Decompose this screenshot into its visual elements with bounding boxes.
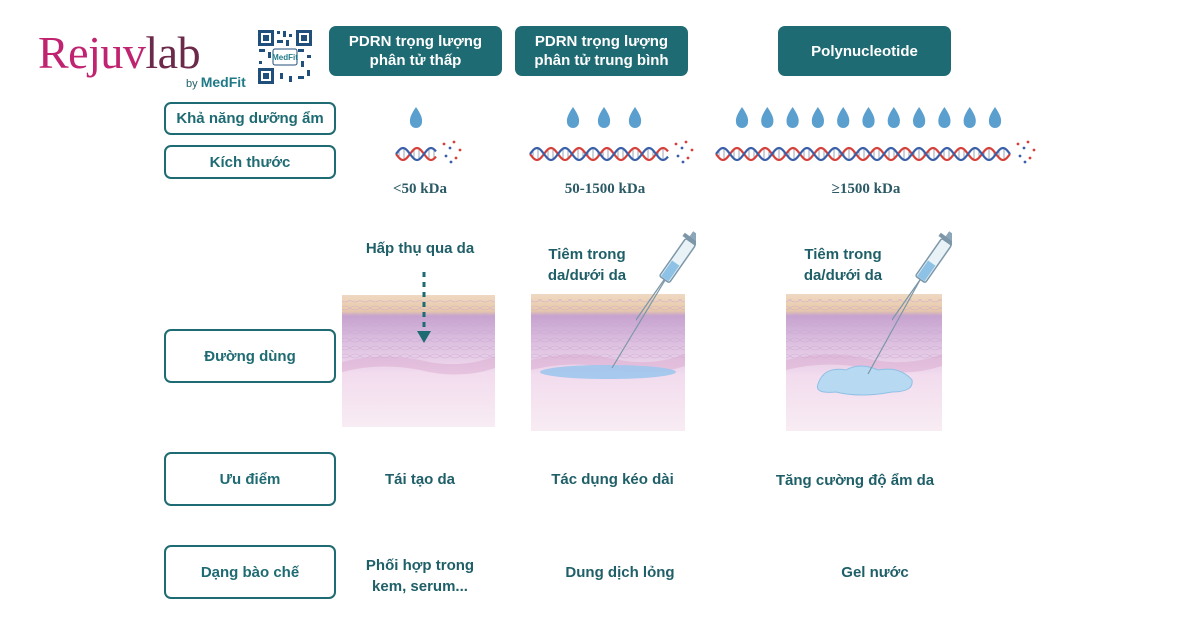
route-text-injection-medium: Tiêm trong da/dưới da	[547, 246, 627, 284]
formulation-low: Phối hợp trong kem, serum...	[365, 557, 475, 595]
dna-strand-icon	[529, 140, 694, 164]
advantage-low: Tái tạo da	[384, 471, 455, 488]
row-label-formulation: Dạng bào chế	[164, 545, 336, 599]
logo-wordmark: Rejuvlab	[38, 30, 253, 76]
size-label-high: ≥1500 kDa	[831, 181, 901, 197]
water-droplet-icon	[628, 107, 642, 128]
water-droplet-icon	[761, 107, 774, 128]
column-header-medium-weight-pdrn: PDRN trọng lượng phân tử trung bình	[515, 26, 688, 76]
logo-lab: lab	[145, 27, 201, 78]
skin-diagram-injection-gel	[786, 261, 942, 431]
route-text-topical: Hấp thụ qua da	[365, 240, 475, 257]
row-label-moisture: Khả năng dưỡng ẩm	[164, 102, 336, 135]
advantage-high: Tăng cường độ ẩm da	[775, 472, 935, 489]
dna-strand-icon	[715, 140, 1036, 164]
water-droplet-icon	[938, 107, 951, 128]
skin-diagram-injection-liquid	[531, 261, 685, 431]
row-label-advantage: Ưu điểm	[164, 452, 336, 506]
dna-strand-icon	[395, 140, 462, 164]
water-droplet-icon	[837, 107, 850, 128]
formulation-medium: Dung dịch lỏng	[565, 564, 675, 581]
water-droplet-icon	[786, 107, 799, 128]
size-label-low: <50 kDa	[393, 181, 447, 197]
water-droplet-icon	[912, 107, 926, 128]
water-droplet-icon	[862, 107, 875, 128]
formulation-high: Gel nước	[841, 564, 909, 581]
water-droplet-icon	[597, 107, 611, 128]
route-text-injection-high: Tiêm trong da/dưới da	[803, 246, 883, 284]
absorption-arrow-head	[417, 331, 431, 343]
row-label-route: Đường dùng	[164, 329, 336, 383]
column-header-polynucleotide: Polynucleotide	[778, 26, 951, 76]
water-droplet-icon	[887, 107, 900, 128]
water-droplet-icon	[811, 107, 825, 128]
size-label-medium: 50-1500 kDa	[564, 181, 646, 197]
skin-diagram-topical	[342, 295, 495, 427]
water-droplet-icon	[566, 107, 580, 128]
logo-rejuv: Rejuv	[38, 27, 146, 78]
column-header-low-weight-pdrn: PDRN trọng lượng phân tử thấp	[329, 26, 502, 76]
qr-brand-text: MedFit	[272, 53, 298, 62]
logo-byline: by MedFit	[186, 74, 246, 90]
water-droplet-icon	[963, 107, 976, 128]
water-droplet-icon	[988, 107, 1002, 128]
qr-code-icon[interactable]: MedFit	[256, 28, 314, 86]
brand-logo: Rejuvlab by MedFit	[38, 30, 253, 91]
advantage-medium: Tác dụng kéo dài	[551, 471, 674, 488]
water-droplet-icon	[409, 107, 423, 128]
row-label-size: Kích thước	[164, 145, 336, 179]
water-droplet-icon	[735, 107, 749, 128]
